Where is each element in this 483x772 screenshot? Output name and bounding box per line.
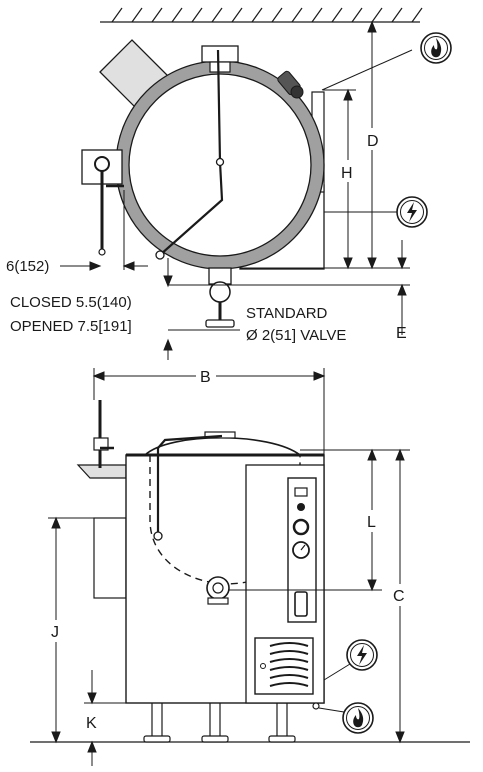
faucet-shelf (76, 464, 127, 479)
opened-dim-label: OPENED 7.5[191] (10, 318, 132, 335)
dimension-handle-clearance (60, 190, 240, 360)
dim-B-label: B (200, 369, 211, 386)
dim-L-label: L (367, 514, 376, 531)
temperature-knob (292, 518, 310, 536)
handle-dim-label: 6(152) (6, 258, 49, 275)
rear-box-side (93, 517, 127, 599)
dim-K-label: K (86, 715, 97, 732)
dim-E-label: E (396, 325, 407, 342)
faucet-knob (94, 156, 110, 172)
dimension-K (84, 670, 152, 766)
dim-C-label: C (393, 588, 405, 605)
front-view: B L C J (30, 366, 470, 766)
legs (143, 699, 296, 743)
tilt-handle-rod (159, 49, 224, 256)
dim-D-label: D (367, 133, 379, 150)
top-view: D H E (6, 7, 452, 360)
valve-size-label: Ø 2(51] VALVE (246, 327, 346, 344)
electric-bolt-icon (346, 639, 378, 671)
indicator-light (294, 487, 308, 497)
dimension-E (168, 240, 410, 335)
front-handle-tip (153, 531, 163, 541)
gas-flame-icon (342, 702, 374, 734)
gas-inlet (312, 702, 320, 710)
dim-J-label: J (51, 624, 59, 641)
tilt-switch (294, 591, 308, 617)
rear-fitting (201, 45, 239, 63)
draw-off-valve-handle (205, 319, 235, 328)
lid-handle (204, 431, 236, 439)
power-switch (297, 503, 305, 511)
rear-fitting-cap (209, 61, 231, 73)
handle-pivot (215, 157, 225, 167)
front-handle-rod (156, 434, 223, 535)
electric-bolt-icon (396, 196, 428, 228)
valve-standard-label: STANDARD (246, 305, 328, 322)
faucet-spout-tip (98, 248, 106, 256)
ceiling-hatch (100, 7, 423, 23)
closed-dim-label: CLOSED 5.5(140) (10, 294, 132, 311)
handle-tip (155, 250, 165, 260)
relief-valve-cap (290, 85, 304, 99)
gas-flame-icon (420, 32, 452, 64)
front-valve-handle (207, 597, 229, 605)
front-valve-inner (212, 582, 224, 594)
dim-H-label: H (341, 165, 353, 182)
